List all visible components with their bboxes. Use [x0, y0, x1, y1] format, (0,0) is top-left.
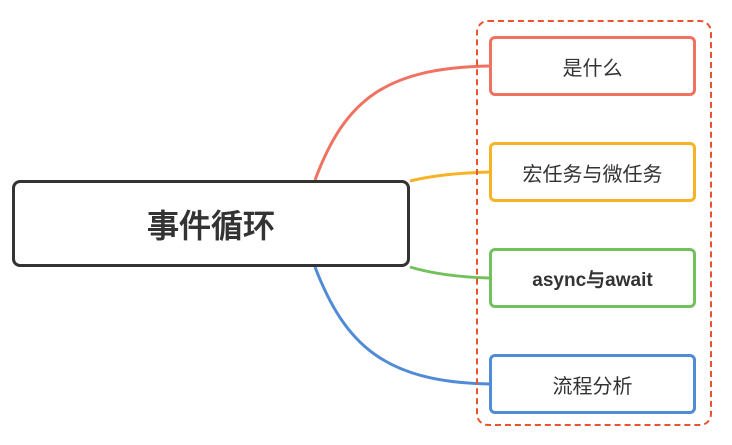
child-node-macro-micro-tasks[interactable]: 宏任务与微任务 [489, 142, 696, 202]
connector-what [313, 64, 490, 181]
connector-flow [313, 266, 490, 386]
highlight-group-box [476, 20, 712, 426]
child-node-label: async与await [532, 269, 653, 291]
child-node-flow-analysis[interactable]: 流程分析 [489, 354, 696, 414]
child-node-async-await[interactable]: async与await [489, 248, 696, 308]
child-node-what[interactable]: 是什么 [489, 36, 696, 96]
root-node[interactable]: 事件循环 [12, 180, 410, 267]
child-node-label: 是什么 [562, 55, 623, 80]
child-node-label: 流程分析 [552, 373, 633, 398]
root-node-label: 事件循环 [146, 206, 275, 245]
connector-async-await [409, 265, 490, 280]
connector-macro-micro [409, 170, 490, 183]
child-node-label: 宏任务与微任务 [522, 161, 663, 186]
